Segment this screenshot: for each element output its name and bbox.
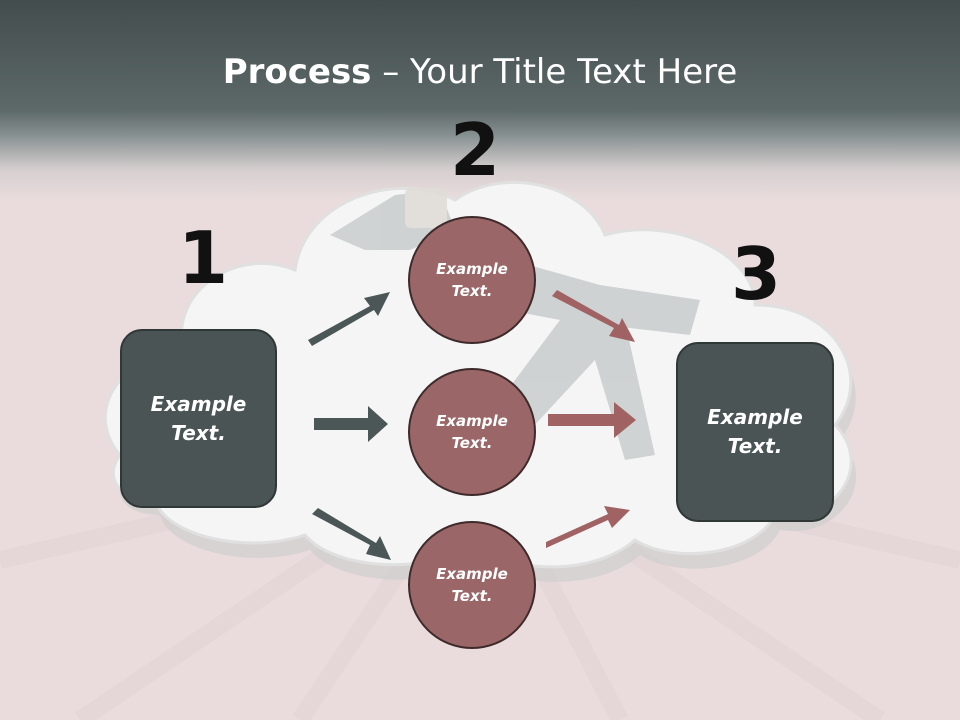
step-3-text: Example Text.: [707, 405, 803, 458]
arrow-up-right-red: [546, 506, 630, 548]
circle-text: Example Text.: [436, 259, 508, 301]
arrow-right-red: [548, 402, 636, 438]
arrow-right-dark: [314, 406, 388, 442]
step-2-circle-middle: Example Text.: [408, 368, 536, 496]
title-rest: – Your Title Text Here: [371, 52, 738, 92]
step-number-3: 3: [731, 232, 782, 316]
arrow-down-right-dark: [312, 508, 391, 560]
step-3-box: Example Text.: [676, 342, 834, 522]
step-1-text: Example Text.: [150, 391, 247, 445]
arrows-step-1-to-2: [308, 292, 391, 560]
circle-text: Example Text.: [436, 564, 508, 606]
step-number-1: 1: [178, 216, 229, 300]
step-2-circle-top: Example Text.: [408, 216, 536, 344]
header-band: [0, 0, 960, 200]
slide-title: Process – Your Title Text Here: [0, 52, 960, 92]
circle-text: Example Text.: [436, 411, 508, 453]
arrow-up-right-dark: [308, 292, 390, 346]
step-2-circle-bottom: Example Text.: [408, 521, 536, 649]
arrows-step-2-to-3: [546, 290, 636, 548]
step-1-box: Example Text.: [120, 329, 277, 508]
title-bold: Process: [222, 52, 372, 92]
step-number-2: 2: [450, 108, 501, 192]
arrow-down-right-red: [552, 290, 635, 342]
